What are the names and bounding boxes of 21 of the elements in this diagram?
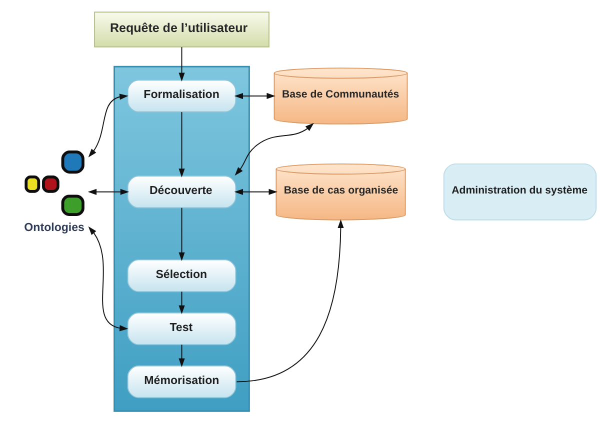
arrow	[87, 188, 129, 195]
arrow	[234, 92, 275, 100]
arrow	[234, 123, 314, 176]
arrow	[234, 188, 277, 195]
node-box: Mémorisation	[126, 365, 236, 398]
arrow	[178, 291, 184, 314]
arrow	[88, 226, 128, 332]
arrow	[178, 112, 184, 178]
arrow	[236, 219, 344, 382]
arrow	[178, 46, 184, 82]
node-label: Ontologies	[24, 222, 84, 234]
arrow	[88, 94, 128, 158]
arrow	[178, 207, 184, 262]
node-box: Formalisation	[126, 80, 236, 112]
node-box: Requête de l’utilisateur	[94, 12, 269, 48]
node-box: Test	[126, 312, 236, 346]
arrow	[178, 344, 184, 368]
cluster	[113, 66, 250, 412]
node-box: Découverte	[126, 176, 236, 208]
node-box: Sélection	[126, 259, 236, 292]
node-box: Administration du système	[442, 163, 596, 220]
